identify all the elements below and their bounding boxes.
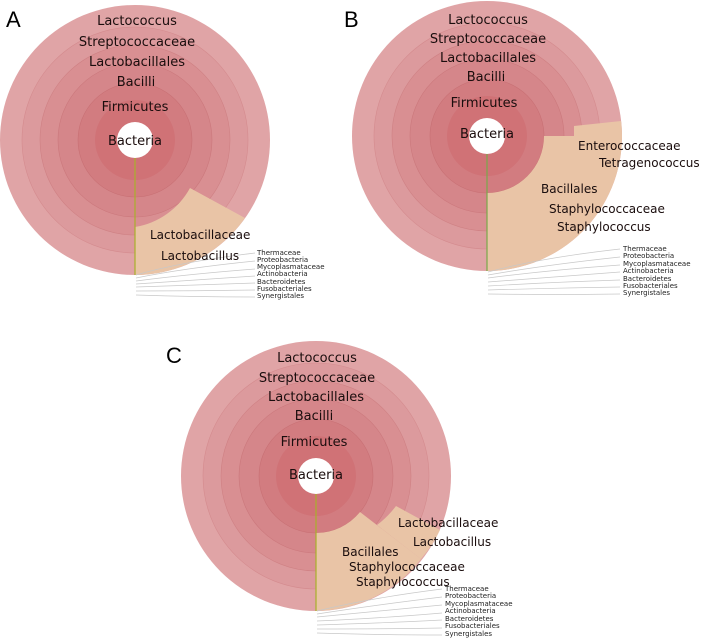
minor-bacteroidetes: Bacteroidetes xyxy=(623,275,672,283)
label-bacillales: Bacillales xyxy=(342,545,399,559)
label-bacillales: Bacillales xyxy=(541,182,598,196)
label-firmicutes: Firmicutes xyxy=(451,96,518,111)
label-lactobacillus: Lactobacillus xyxy=(413,535,491,549)
wedge-bacillales[interactable] xyxy=(487,136,622,271)
label-streptococcaceae: Streptococcaceae xyxy=(79,35,195,50)
minor-thermaceae: Thermaceae xyxy=(622,245,667,253)
minor-proteobacteria: Proteobacteria xyxy=(623,252,674,260)
minor-actinobacteria: Actinobacteria xyxy=(445,607,496,615)
minor-synergistales: Synergistales xyxy=(623,289,670,297)
label-bacteria: Bacteria xyxy=(289,468,343,483)
center-hole xyxy=(298,458,334,494)
minor-proteobacteria: Proteobacteria xyxy=(257,256,308,264)
label-bacilli: Bacilli xyxy=(117,75,155,90)
center-hole xyxy=(469,118,505,154)
wedge-lactobacillaceae[interactable] xyxy=(377,506,440,559)
label-bacilli: Bacilli xyxy=(467,70,505,85)
minor-mycoplasmataceae: Mycoplasmataceae xyxy=(445,600,513,608)
wedge-enterococcaceae[interactable] xyxy=(574,121,622,136)
panel-c-letter: C xyxy=(166,343,182,368)
minor-thermaceae: Thermaceae xyxy=(444,585,489,593)
label-firmicutes: Firmicutes xyxy=(281,435,348,450)
label-staphylococcaceae: Staphylococcaceae xyxy=(549,202,665,216)
label-streptococcaceae: Streptococcaceae xyxy=(430,32,546,47)
label-lactobacillus: Lactobacillus xyxy=(161,249,239,263)
panel-b: B Lactococcus Streptococcaceae Lactobaci… xyxy=(344,1,700,297)
panel-a: A Lactococcus Streptococcaceae Lactobaci… xyxy=(0,5,325,300)
leader-lines xyxy=(316,588,443,636)
label-staphylococcus: Staphylococcus xyxy=(557,220,651,234)
label-lactococcus: Lactococcus xyxy=(97,14,177,29)
minor-fusobacteriales: Fusobacteriales xyxy=(257,285,312,293)
leader-lines xyxy=(487,248,621,295)
label-staphylococcus: Staphylococcus xyxy=(356,575,450,589)
minor-synergistales: Synergistales xyxy=(445,630,492,638)
minor-thermaceae: Thermaceae xyxy=(256,249,301,257)
label-lactobacillales: Lactobacillales xyxy=(268,390,364,405)
minor-mycoplasmataceae: Mycoplasmataceae xyxy=(623,260,691,268)
wedge-lactobacillaceae[interactable] xyxy=(135,188,245,275)
panel-a-letter: A xyxy=(6,7,21,32)
label-staphylococcaceae: Staphylococcaceae xyxy=(349,560,465,574)
label-lactobacillales: Lactobacillales xyxy=(89,55,185,70)
minor-mycoplasmataceae: Mycoplasmataceae xyxy=(257,263,325,271)
minor-bacteroidetes: Bacteroidetes xyxy=(257,278,306,286)
minor-actinobacteria: Actinobacteria xyxy=(257,270,308,278)
label-lactobacillaceae: Lactobacillaceae xyxy=(398,516,498,530)
label-lactobacillales: Lactobacillales xyxy=(440,51,536,66)
label-bacteria: Bacteria xyxy=(460,127,514,142)
minor-fusobacteriales: Fusobacteriales xyxy=(623,282,678,290)
minor-bacteroidetes: Bacteroidetes xyxy=(445,615,494,623)
leader-lines xyxy=(135,252,256,298)
label-bacteria: Bacteria xyxy=(108,134,162,149)
minor-actinobacteria: Actinobacteria xyxy=(623,267,674,275)
label-bacilli: Bacilli xyxy=(295,409,333,424)
label-streptococcaceae: Streptococcaceae xyxy=(259,371,375,386)
label-tetragenococcus: Tetragenococcus xyxy=(598,156,700,170)
minor-fusobacteriales: Fusobacteriales xyxy=(445,622,500,630)
label-firmicutes: Firmicutes xyxy=(102,100,169,115)
label-lactococcus: Lactococcus xyxy=(277,351,357,366)
label-enterococcaceae: Enterococcaceae xyxy=(578,139,681,153)
minor-proteobacteria: Proteobacteria xyxy=(445,592,496,600)
center-hole xyxy=(117,122,153,158)
minor-synergistales: Synergistales xyxy=(257,292,304,300)
panel-c: C Lactococcus Streptococcaceae Lactobaci… xyxy=(166,341,513,638)
panel-b-letter: B xyxy=(344,7,359,32)
label-lactococcus: Lactococcus xyxy=(448,13,528,28)
label-lactobacillaceae: Lactobacillaceae xyxy=(150,228,250,242)
wedge-bacillales[interactable] xyxy=(316,512,421,611)
